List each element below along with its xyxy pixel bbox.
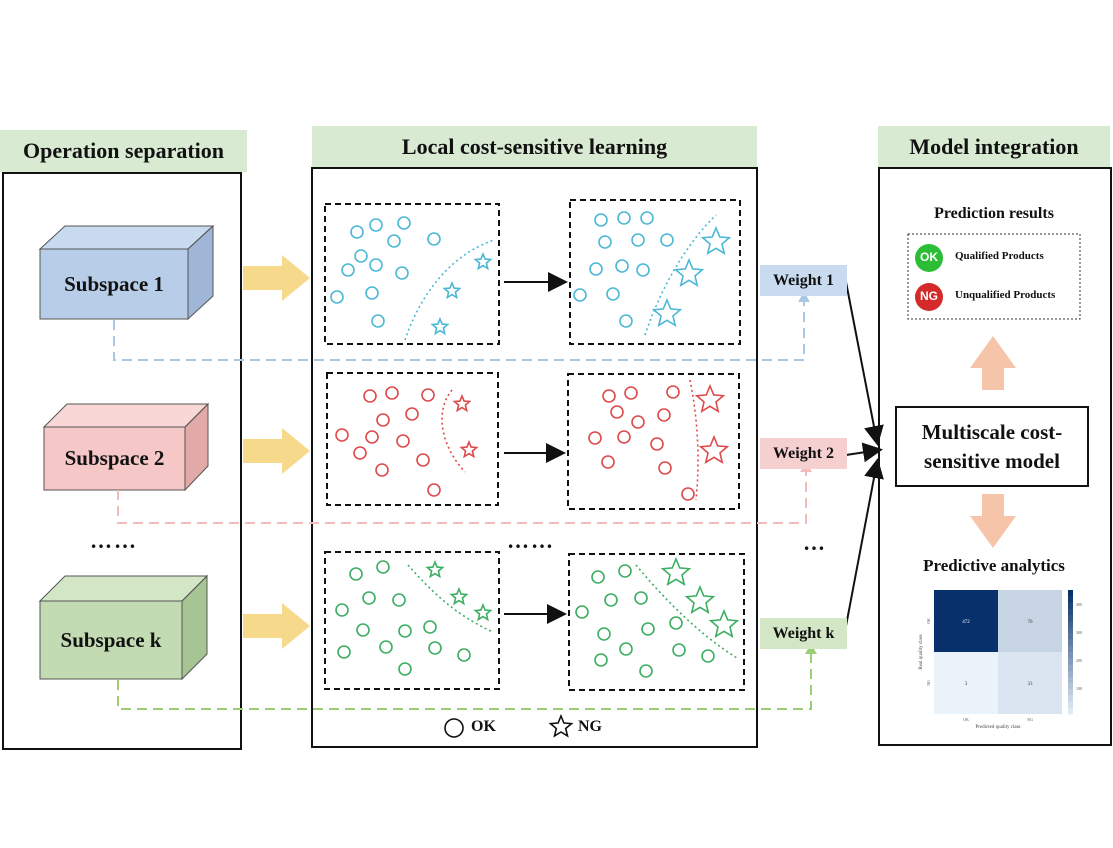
ng-badge-text: NG (920, 289, 938, 303)
heatmap-colorbar-tick: 300 (1076, 630, 1082, 635)
ok-badge-text: OK (920, 250, 938, 264)
ng-badge (915, 283, 943, 311)
scatter-box-1b (569, 199, 741, 345)
heatmap-colorbar-segment (1068, 596, 1073, 603)
weight-1-label: Weight 1 (760, 265, 847, 296)
model-title-line-2: sensitive model (924, 449, 1060, 473)
heatmap-colorbar-segment (1068, 664, 1073, 672)
down-arrow (970, 494, 1016, 548)
arrow-to-learning-2 (243, 428, 310, 474)
prediction-results-box (907, 233, 1081, 320)
weight-2-label: Weight 2 (760, 438, 847, 469)
scatter-box-kb (568, 553, 745, 691)
heatmap-x-tick: OK (963, 717, 969, 722)
heatmap-colorbar-segment (1068, 590, 1073, 597)
up-arrow (970, 336, 1016, 390)
ellipsis-right: … (803, 530, 827, 555)
header-local-cost-sensitive-learning: Local cost-sensitive learning (312, 126, 757, 168)
arrow-weight-k-to-model (845, 458, 884, 627)
ng-stars-k (425, 556, 740, 638)
heatmap-y-tick: NG (926, 680, 931, 686)
ok-badge (915, 244, 943, 272)
heatmap-colorbar-segment (1068, 670, 1073, 678)
heatmap-cell (998, 590, 1062, 652)
heatmap-colorbar-tick: 200 (1076, 658, 1082, 663)
heatmap-colorbar-segment (1068, 652, 1073, 659)
model-title-line-1: Multiscale cost- (921, 420, 1063, 444)
heatmap-cell (998, 652, 1062, 714)
predictive-analytics-title: Predictive analytics (923, 556, 1065, 575)
heatmap-cell (934, 590, 998, 652)
ng-stars-1 (430, 225, 732, 336)
scatter-box-2b (567, 373, 740, 510)
arrow-weight-1-to-model (845, 281, 884, 446)
unqualified-products-label: Unqualified Products (955, 289, 1056, 301)
weight-k-label: Weight k (760, 618, 847, 649)
heatmap-colorbar-segment (1068, 701, 1073, 709)
prediction-results-title: Prediction results (934, 205, 1054, 222)
scatter-box-2a (326, 372, 499, 506)
heatmap-colorbar-segment (1068, 639, 1073, 647)
heatmap-colorbar-segment (1068, 683, 1073, 690)
legend-ng-label: NG (578, 718, 602, 735)
heatmap-colorbar-segment (1068, 608, 1073, 616)
heatmap-colorbar-segment (1068, 614, 1073, 622)
header-operation-separation: Operation separation (0, 130, 247, 172)
feedback-line-k (117, 652, 812, 710)
heatmap-xlabel: Predicted quality class (976, 725, 1021, 730)
legend-ng-star (548, 713, 574, 738)
heatmap-cell-label: 76 (1028, 620, 1034, 625)
heatmap-colorbar-segment (1068, 658, 1073, 665)
legend-ok-label: OK (471, 718, 496, 735)
heatmap-cell (934, 652, 998, 714)
feedback-line-2 (117, 470, 807, 524)
scatter-box-1a (324, 203, 500, 345)
scatter-box-ka (324, 551, 500, 690)
panel-local-learning (311, 167, 758, 748)
subspace-1-cube (38, 224, 215, 321)
heatmap-colorbar-segment (1068, 676, 1073, 684)
heatmap-colorbar-segment (1068, 645, 1073, 653)
heatmap-colorbar-segment (1068, 707, 1073, 715)
arrow-to-learning-1 (243, 255, 310, 301)
heatmap-colorbar-tick: 100 (1076, 686, 1082, 691)
ng-stars-2 (452, 383, 730, 464)
heatmap-colorbar-segment (1068, 689, 1073, 696)
heatmap-cell-label: 3 (965, 682, 968, 687)
heatmap-ylabel: Real quality class (919, 634, 924, 669)
heatmap-colorbar-segment (1068, 602, 1073, 610)
yellow-arrows (243, 255, 310, 649)
qualified-products-label: Qualified Products (955, 250, 1044, 262)
heatmap-colorbar-segment (1068, 695, 1073, 703)
subspace-2-cube (42, 402, 210, 492)
header-model-integration: Model integration (878, 126, 1110, 168)
heatmap-colorbar-segment (1068, 621, 1073, 628)
heatmap-x-tick: NG (1027, 717, 1033, 722)
arrow-to-learning-k (243, 603, 310, 649)
heatmap-colorbar-tick: 400 (1076, 602, 1082, 607)
heatmap-colorbar-segment (1068, 627, 1073, 634)
heatmap-cell-label: 472 (962, 620, 970, 625)
ellipsis-middle: …… (507, 528, 555, 553)
subspace-k-cube (38, 574, 209, 681)
model-box (895, 406, 1089, 487)
heatmap-y-tick: OK (926, 618, 931, 624)
arrow-weight-2-to-model (845, 442, 883, 463)
feedback-line-1 (113, 300, 805, 361)
heatmap-cell-label: 33 (1028, 682, 1034, 687)
heatmap-colorbar-segment (1068, 633, 1073, 641)
legend-ok-circle (444, 718, 464, 738)
ellipsis-left: …… (90, 528, 138, 553)
